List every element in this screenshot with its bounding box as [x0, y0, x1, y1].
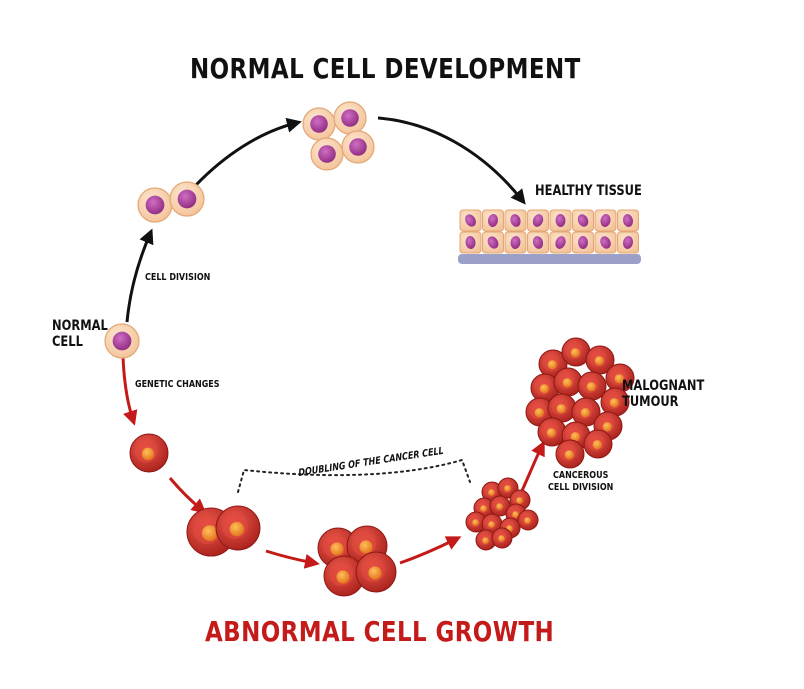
- tumour-cell: [605, 363, 635, 393]
- tissue-cell: [504, 209, 527, 232]
- cancer-cluster-cell: [489, 495, 511, 517]
- tissue-cell: [617, 231, 639, 254]
- label-normal-cell: NORMAL CELL: [52, 318, 108, 350]
- tumour-cell: [561, 337, 591, 367]
- divided-cell-left: [137, 187, 173, 223]
- tissue-cell: [459, 231, 482, 254]
- title-normal-development: NORMAL CELL DEVELOPMENT: [190, 52, 581, 85]
- normal-cell: [104, 323, 140, 359]
- tissue-cell: [482, 209, 504, 232]
- divided-cell-right: [169, 181, 205, 217]
- doubling-bracket: [237, 458, 471, 493]
- arrow-to-four-cancer-cells: [265, 549, 320, 569]
- label-healthy-tissue: HEALTHY TISSUE: [535, 183, 642, 199]
- four-cell-top-left: [302, 107, 336, 141]
- four-cell-bottom-left: [310, 137, 344, 171]
- tissue-cell: [549, 231, 572, 254]
- cancer-four-4: [355, 551, 397, 593]
- label-cancerous-line2: CELL DIVISION: [548, 481, 614, 493]
- label-cancerous-line1: CANCEROUS: [553, 470, 609, 481]
- tumour-cell: [538, 349, 568, 379]
- tissue-base: [458, 254, 641, 264]
- cancer-cells: [129, 337, 635, 597]
- arrow-to-cancer-cluster: [399, 536, 462, 565]
- tissue-cell: [594, 209, 617, 232]
- arrow-cell-division: [125, 228, 154, 323]
- tissue-cell: [594, 231, 617, 254]
- label-normal-cell-line1: NORMAL: [52, 318, 108, 334]
- tumour-cell: [571, 397, 601, 427]
- tumour-cell: [555, 439, 585, 469]
- arrow-genetic-changes: [121, 356, 138, 426]
- arrow-to-two-cancer-cells: [168, 477, 207, 514]
- label-normal-cell-line2: CELL: [52, 334, 83, 351]
- cancer-cell-single: [129, 433, 169, 473]
- normal-cells: [104, 101, 375, 359]
- tissue-cell: [527, 209, 549, 232]
- four-cell-bottom-right: [341, 130, 375, 164]
- tumour-cell: [530, 373, 560, 403]
- cancer-cluster-cell: [491, 527, 513, 549]
- cancer-cluster-cell: [465, 511, 487, 533]
- tumour-cell: [583, 429, 613, 459]
- label-cell-division: CELL DIVISION: [145, 272, 211, 283]
- four-cell-top-right: [333, 101, 367, 135]
- label-malignant-line2: TUMOUR: [622, 394, 679, 411]
- tissue-cell: [527, 231, 549, 254]
- healthy-tissue: [459, 209, 639, 254]
- tissue-cell: [504, 231, 527, 254]
- tumour-cell: [577, 371, 607, 401]
- title-abnormal-growth: ABNORMAL CELL GROWTH: [205, 615, 555, 648]
- label-genetic-changes: GENETIC CHANGES: [135, 379, 220, 390]
- arrow-to-four-cells: [194, 117, 302, 187]
- label-cancerous-division: CANCEROUS CELL DIVISION: [548, 470, 613, 493]
- label-malignant-line1: MALOGNANT: [622, 378, 705, 394]
- arrow-to-tumour: [518, 440, 545, 496]
- tumour-cell: [553, 367, 583, 397]
- label-malignant-tumour: MALOGNANT TUMOUR: [622, 378, 704, 410]
- tissue-cell: [572, 231, 594, 254]
- cancer-cluster-cell: [475, 529, 497, 551]
- cancer-four-3: [323, 555, 365, 597]
- cancer-cluster-cell: [517, 509, 539, 531]
- tumour-cell: [547, 393, 577, 423]
- tissue-cell: [482, 231, 504, 254]
- tissue-cell: [617, 209, 639, 232]
- tissue-cell: [549, 209, 572, 232]
- tumour-cell: [537, 417, 567, 447]
- tumour-cell: [600, 387, 630, 417]
- tissue-cell: [459, 209, 482, 232]
- cancer-pair-right: [215, 505, 261, 551]
- tissue-cell: [572, 209, 594, 232]
- arrow-to-healthy-tissue: [377, 116, 526, 205]
